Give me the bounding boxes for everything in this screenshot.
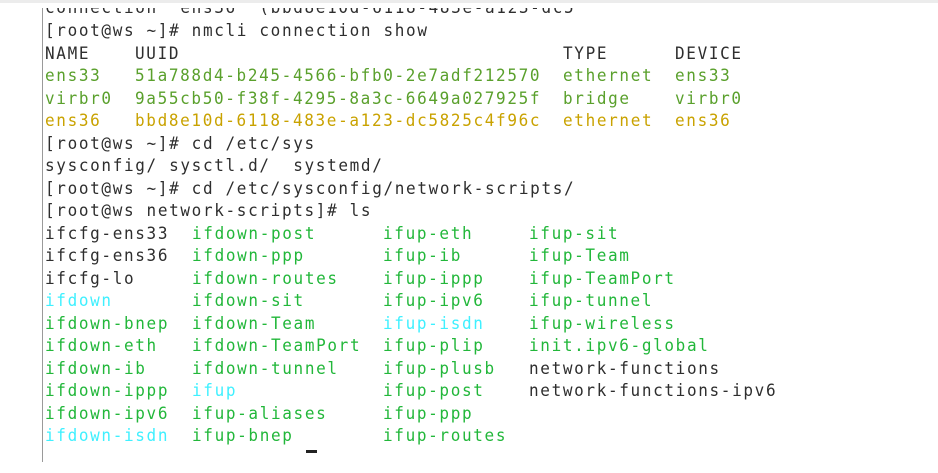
header-device: DEVICE — [675, 42, 743, 63]
output-line: connection 'ens36' (bbd8e10d-6118-483e-a… — [45, 8, 575, 20]
ls-row: ifdown-ipv6 ifup-aliases ifup-ppp — [45, 402, 575, 426]
file-entry: network-functions-ipv6 — [529, 380, 778, 401]
conn-name: virbr0 — [45, 87, 113, 108]
file-entry: ifup-ppp — [383, 402, 474, 423]
file-entry: ifdown — [45, 290, 113, 311]
file-entry: ifup — [192, 380, 238, 401]
file-entry: ifup-tunnel — [529, 290, 654, 311]
file-entry: ifup-aliases — [192, 402, 328, 423]
command-line: [root@ws network-scripts]# ls — [45, 200, 373, 221]
conn-type: bridge — [563, 87, 631, 108]
text-cursor — [306, 450, 317, 453]
conn-device: virbr0 — [675, 87, 743, 108]
conn-uuid: 9a55cb50-f38f-4295-8a3c-6649a027925f — [135, 87, 542, 108]
file-entry: ifdown-Team — [192, 312, 317, 333]
file-entry: ifup-Team — [529, 245, 631, 266]
file-entry: ifdown-eth — [45, 335, 158, 356]
ls-row: ifdown-eth ifdown-TeamPort ifup-plip init.i… — [45, 334, 708, 358]
tab-completion: sysconfig/ sysctl.d/ systemd/ — [45, 155, 384, 176]
file-entry: ifdown-ipv6 — [45, 402, 170, 423]
ls-row: ifcfg-ens36 ifdown-ppp ifup-ib ifup-Team — [45, 244, 629, 268]
connection-row: ens33 51a788d4-b245-4566-bfb0-2e7adf21257… — [45, 64, 730, 88]
conn-device: ens36 — [675, 110, 732, 131]
file-entry: network-functions — [529, 357, 721, 378]
terminal-output[interactable]: connection 'ens36' (bbd8e10d-6118-483e-a… — [42, 8, 938, 462]
command-line: [root@ws ~]# cd /etc/sys — [45, 132, 316, 153]
file-entry: ifcfg-ens33 — [45, 222, 170, 243]
command-line: [root@ws ~]# nmcli connection show — [45, 20, 429, 41]
conn-type: ethernet — [563, 110, 654, 131]
file-entry: ifdown-post — [192, 222, 317, 243]
file-entry: ifup-isdn — [383, 312, 485, 333]
file-entry: ifup-routes — [383, 425, 508, 446]
file-entry: ifup-post — [383, 380, 485, 401]
file-entry: ifcfg-lo — [45, 267, 136, 288]
ls-row: ifdown-ippp ifup ifup-post network-function… — [45, 379, 776, 403]
ls-row: ifdown-isdn ifup-bnep ifup-routes — [45, 424, 575, 448]
ls-row: ifcfg-lo ifdown-routes ifup-ippp ifup-TeamP… — [45, 267, 674, 291]
ls-row: ifdown-bnep ifdown-Team ifup-isdn ifup-wire… — [45, 312, 674, 336]
file-entry: ifup-ib — [383, 245, 462, 266]
ls-row: ifdown-ib ifdown-tunnel ifup-plusb network-… — [45, 357, 719, 381]
file-entry: ifdown-ib — [45, 357, 147, 378]
window-top-edge — [0, 0, 938, 3]
file-entry: ifdown-bnep — [45, 312, 170, 333]
conn-name: ens33 — [45, 65, 102, 86]
conn-name: ens36 — [45, 110, 102, 131]
file-entry: ifup-sit — [529, 222, 620, 243]
command-line: [root@ws ~]# cd /etc/sysconfig/network-s… — [45, 177, 576, 198]
conn-device: ens33 — [675, 65, 732, 86]
file-entry: ifdown-TeamPort — [192, 335, 362, 356]
header-name: NAME — [45, 42, 91, 63]
file-entry: ifcfg-ens36 — [45, 245, 170, 266]
file-entry: init.ipv6-global — [529, 335, 710, 356]
header-uuid: UUID — [135, 42, 181, 63]
nmcli-header: NAME UUID TYPE DEVICE — [45, 42, 741, 66]
conn-type: ethernet — [563, 65, 654, 86]
file-entry: ifdown-isdn — [45, 425, 170, 446]
header-type: TYPE — [563, 42, 609, 63]
file-entry: ifup-plusb — [383, 357, 496, 378]
file-entry: ifup-TeamPort — [529, 267, 676, 288]
file-entry: ifup-bnep — [192, 425, 294, 446]
connection-row: ens36 bbd8e10d-6118-483e-a123-dc5825c4f96… — [45, 109, 730, 133]
file-entry: ifdown-routes — [192, 267, 339, 288]
file-entry: ifdown-ippp — [45, 380, 170, 401]
file-entry: ifup-eth — [383, 222, 474, 243]
conn-uuid: 51a788d4-b245-4566-bfb0-2e7adf212570 — [135, 65, 542, 86]
file-entry: ifdown-sit — [192, 290, 305, 311]
file-entry: ifdown-tunnel — [192, 357, 339, 378]
connection-row: virbr0 9a55cb50-f38f-4295-8a3c-6649a02792… — [45, 87, 741, 111]
file-entry: ifup-ippp — [383, 267, 485, 288]
file-entry: ifup-plip — [383, 335, 485, 356]
file-entry: ifup-wireless — [529, 312, 676, 333]
conn-uuid: bbd8e10d-6118-483e-a123-dc5825c4f96c — [135, 110, 542, 131]
truncated-line: connection 'ens36' (bbd8e10d-6118-483e-a… — [45, 8, 575, 20]
ls-row: ifcfg-ens33 ifdown-post ifup-eth ifup-sit — [45, 222, 618, 246]
file-entry: ifdown-ppp — [192, 245, 305, 266]
file-entry: ifup-ipv6 — [383, 290, 485, 311]
ls-row: ifdown ifdown-sit ifup-ipv6 ifup-tunnel — [45, 289, 651, 313]
